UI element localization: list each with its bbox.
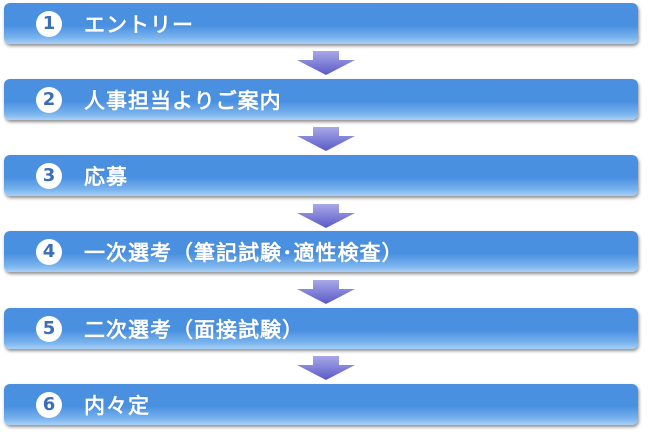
step-number: 4 [36,238,62,265]
down-arrow-icon [297,280,355,304]
step-label: 一次選考（筆記試験･適性検査） [84,240,404,265]
step-label: 人事担当よりご案内 [84,88,282,113]
step-number: 3 [36,162,62,189]
step-number: 1 [36,10,62,37]
step-label: 応募 [84,164,128,189]
step-label: エントリー [84,12,194,37]
down-arrow-icon [297,51,355,75]
step-label: 内々定 [84,393,150,418]
step-5: 5 二次選考（面接試験） [4,308,638,349]
down-arrow-icon [297,204,355,228]
step-label: 二次選考（面接試験） [84,317,304,342]
step-1: 1 エントリー [4,3,638,44]
step-3: 3 応募 [4,155,638,196]
step-number: 5 [36,315,62,342]
down-arrow-icon [297,356,355,380]
step-2: 2 人事担当よりご案内 [4,79,638,120]
step-number: 6 [36,391,62,418]
step-4: 4 一次選考（筆記試験･適性検査） [4,231,638,272]
step-6: 6 内々定 [4,384,638,425]
down-arrow-icon [297,127,355,151]
step-number: 2 [36,86,62,113]
